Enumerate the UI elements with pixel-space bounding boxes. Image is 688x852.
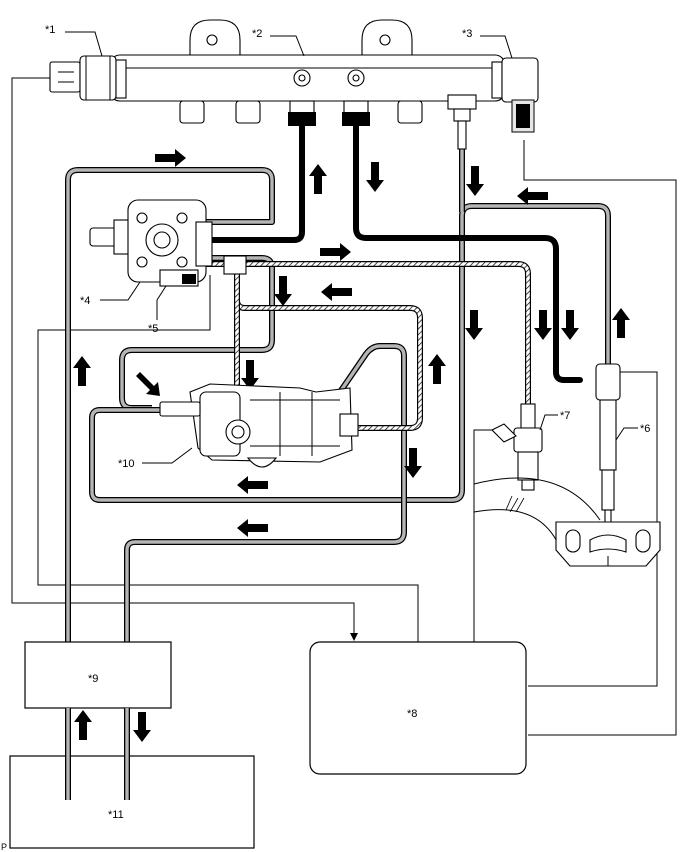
rail-pressure-sensor xyxy=(491,57,539,133)
label-3: *3 xyxy=(462,28,472,40)
box-9 xyxy=(24,641,172,709)
label-2: *2 xyxy=(252,28,262,40)
flow-arrows xyxy=(73,149,630,742)
arrow-left-icon xyxy=(237,476,268,494)
arrow-up-icon xyxy=(612,308,630,338)
arrow-down-icon xyxy=(534,310,552,340)
label-7: *7 xyxy=(560,410,570,422)
pressure-limiter xyxy=(49,55,127,101)
leader-lines xyxy=(65,31,638,464)
high-pressure-lines xyxy=(202,122,583,383)
arrow-up-icon xyxy=(74,710,92,740)
pump-assembly xyxy=(159,383,359,468)
arrow-right-icon xyxy=(155,149,186,167)
arrow-right-icon xyxy=(320,243,351,261)
arrow-down-icon xyxy=(465,310,483,340)
arrow-up-icon xyxy=(428,354,446,384)
label-9: *9 xyxy=(88,673,98,685)
arrow-down-icon xyxy=(466,166,484,196)
arrow-up-icon xyxy=(309,164,327,194)
arrow-left-icon xyxy=(237,519,268,537)
return-lines xyxy=(65,148,611,805)
wiring xyxy=(11,77,677,736)
fuel-addition-valve xyxy=(473,403,601,549)
labels: *1 *2 *3 *4 *5 *6 *7 *8 *9 *10 *11 P xyxy=(1,24,650,852)
common-rail xyxy=(109,19,506,150)
label-4: *4 xyxy=(80,295,90,307)
label-10: *10 xyxy=(118,458,135,470)
arrow-left-icon xyxy=(517,187,548,205)
label-11: *11 xyxy=(108,809,124,821)
arrow-down-icon xyxy=(404,448,422,478)
label-8: *8 xyxy=(407,708,417,720)
arrow-diag-down-right-icon xyxy=(136,372,160,396)
arrow-down-icon xyxy=(366,162,384,192)
arrow-up-icon xyxy=(73,356,91,386)
corner-mark: P xyxy=(1,842,7,852)
label-5: *5 xyxy=(148,323,158,335)
supply-pump xyxy=(89,199,247,287)
arrow-down-icon xyxy=(561,310,579,340)
tank-pipes xyxy=(65,708,130,800)
arrow-down-icon xyxy=(274,276,292,306)
boxes xyxy=(9,641,527,849)
arrow-left-icon xyxy=(321,283,352,301)
label-6: *6 xyxy=(640,423,650,435)
label-1: *1 xyxy=(45,24,55,36)
box-11 xyxy=(9,755,255,849)
injector xyxy=(555,363,661,567)
box-8 xyxy=(309,641,527,775)
arrow-down-icon xyxy=(241,360,259,390)
arrow-down-icon xyxy=(133,712,151,742)
